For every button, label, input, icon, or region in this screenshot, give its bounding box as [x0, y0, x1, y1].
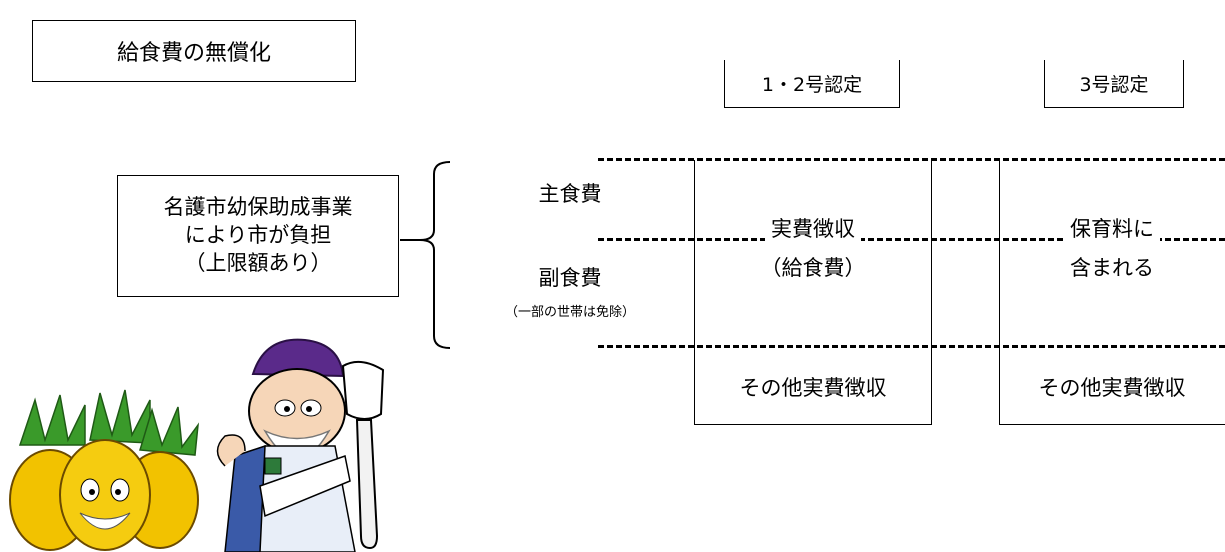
title-box: 給食費の無償化 — [32, 20, 356, 82]
elder-mascot-illustration — [216, 338, 385, 552]
col3-left-line — [999, 160, 1000, 425]
col12-right-line — [931, 160, 932, 425]
col12-main-line-2: （給食費） — [760, 256, 866, 280]
side-label: 副食費 — [538, 266, 602, 290]
dashed-line-bottom — [598, 345, 1225, 348]
subsidy-box: 名護市幼保助成事業 により市が負担 （上限額あり） — [117, 175, 399, 297]
col12-bottom-line — [694, 424, 932, 425]
subsidy-line-1: 名護市幼保助成事業 — [163, 195, 353, 220]
header-3-text: 3号認定 — [1079, 74, 1149, 96]
col3-main-line-1: 保育料に — [999, 213, 1225, 243]
col12-main-line-1: 実費徴収 — [694, 213, 932, 243]
pineapple-bodies-icon — [9, 439, 199, 551]
subsidy-line-3: （上限額あり） — [184, 250, 332, 275]
dashed-line-top — [598, 158, 1225, 161]
side-note: （一部の世帯は免除） — [504, 305, 635, 320]
other-3-text: その他実費徴収 — [1038, 376, 1186, 400]
header-3-box: 3号認定 — [1044, 60, 1184, 108]
title-text: 給食費の無償化 — [116, 41, 271, 66]
staple-label: 主食費 — [538, 182, 602, 206]
subsidy-line-2: により市が負担 — [184, 223, 332, 248]
col12-left-line — [694, 160, 695, 425]
dashed-line-middle — [598, 238, 1225, 241]
col3-bottom-line — [999, 424, 1225, 425]
other-12-text: その他実費徴収 — [739, 376, 887, 400]
header-12-box: 1・2号認定 — [724, 60, 900, 108]
pineapple-mascots-illustration — [9, 389, 200, 551]
header-12-text: 1・2号認定 — [761, 74, 863, 96]
pineapple-leaves-icon — [18, 389, 200, 456]
col3-main-line-2: 含まれる — [1070, 256, 1154, 280]
curly-brace — [400, 161, 451, 349]
